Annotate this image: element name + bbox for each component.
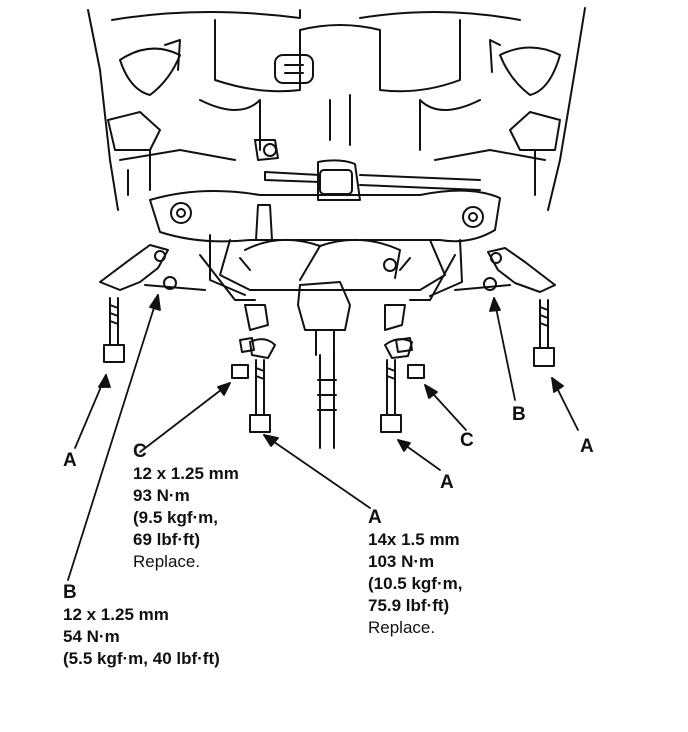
- callout-a-mid: A: [440, 472, 454, 493]
- spec-a-torque-lbf: 75.9 lbf·ft): [368, 596, 450, 615]
- spec-b-size: 12 x 1.25 mm: [63, 605, 169, 624]
- bolt-a-left: [103, 297, 125, 363]
- bolt-a-center-left: [249, 359, 271, 433]
- callout-a-right: A: [580, 436, 594, 457]
- spec-c-note: Replace.: [133, 552, 201, 571]
- bolt-a-right: [533, 299, 555, 367]
- spec-b-torque-kgf: (5.5 kgf·m, 40 lbf·ft): [63, 649, 220, 668]
- bolt-a-center-right: [380, 359, 402, 433]
- engine-bay-outline: [87, 7, 586, 211]
- callout-c-right: C: [460, 430, 474, 451]
- spec-c-letter: C: [133, 441, 147, 462]
- leader-arrows: [67, 294, 579, 581]
- mount-brackets: [249, 338, 413, 359]
- spec-c-torque-nm: 93 N·m: [133, 486, 190, 505]
- spec-a-size: 14x 1.5 mm: [368, 530, 460, 549]
- front-subframe: [149, 189, 501, 301]
- spec-a-torque-kgf: (10.5 kgf·m,: [368, 574, 463, 593]
- center-brackets: [244, 281, 406, 449]
- callout-b-right: B: [512, 404, 526, 425]
- spec-b-letter: B: [63, 582, 77, 603]
- spec-c-torque-lbf: 69 lbf·ft): [133, 530, 201, 549]
- spec-a-note: Replace.: [368, 618, 436, 637]
- bolt-c-left: [231, 337, 255, 379]
- spec-a-letter: A: [368, 507, 382, 528]
- lower-arm-left: [99, 244, 206, 291]
- bolt-c-right: [395, 337, 425, 379]
- spec-b-torque-nm: 54 N·m: [63, 627, 120, 646]
- callout-a-left: A: [63, 450, 77, 471]
- spec-c-size: 12 x 1.25 mm: [133, 464, 239, 483]
- spec-c-torque-kgf: (9.5 kgf·m,: [133, 508, 219, 527]
- lower-arm-right: [454, 247, 556, 293]
- spec-a-torque-nm: 103 N·m: [368, 552, 435, 571]
